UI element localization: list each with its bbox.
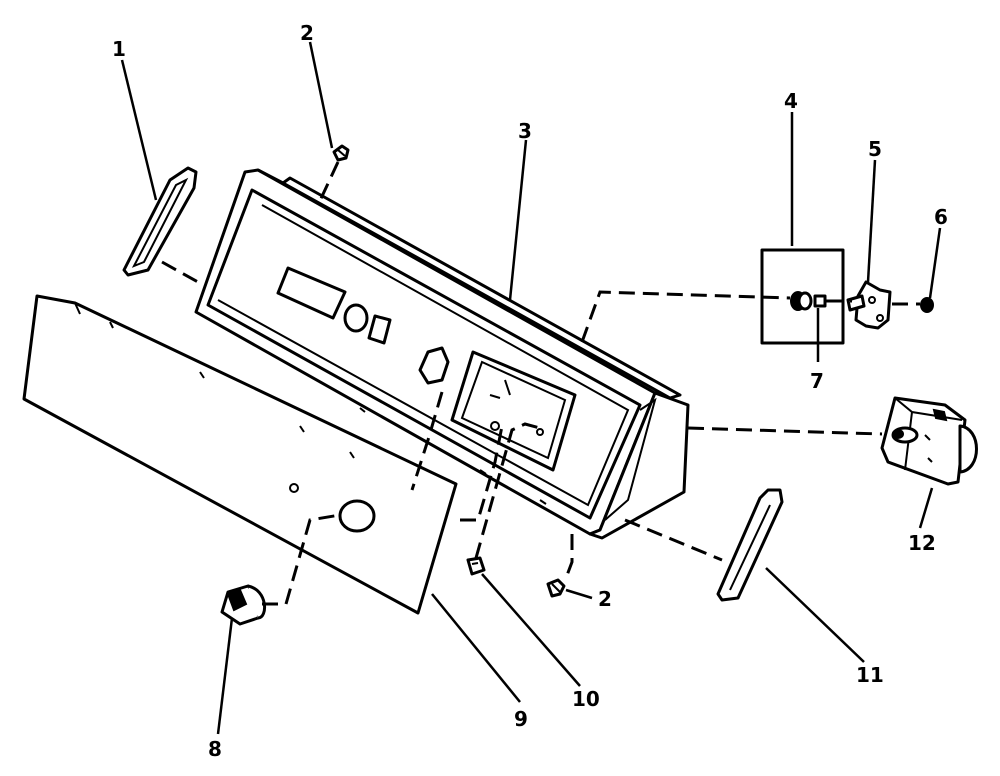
- front-panel: [22, 294, 458, 615]
- callout-6: 6: [934, 205, 948, 229]
- callout-12: 12: [908, 531, 936, 555]
- screw-bottom: [546, 578, 566, 598]
- console-housing: [194, 168, 690, 540]
- callouts: 1 2 3 4 5 6 7 2 12 11 10 9 8: [112, 21, 948, 761]
- bracket-plate: [760, 248, 845, 345]
- callout-1: 1: [112, 37, 126, 61]
- callout-2-top: 2: [300, 21, 314, 45]
- assembly-lines: [161, 161, 920, 606]
- push-button: [466, 556, 486, 576]
- knob: [220, 584, 267, 626]
- leader-lines: [120, 41, 942, 735]
- nut: [920, 297, 934, 313]
- timer-motor: [880, 396, 978, 486]
- callout-5: 5: [868, 137, 882, 161]
- callout-11: 11: [856, 663, 884, 687]
- callout-10: 10: [572, 687, 600, 711]
- callout-8: 8: [208, 737, 222, 761]
- callout-3: 3: [518, 119, 532, 143]
- callout-2-bottom: 2: [598, 587, 612, 611]
- callout-9: 9: [514, 707, 528, 731]
- left-end-cap: [122, 166, 198, 277]
- switch-bracket: [846, 280, 892, 330]
- callout-7: 7: [810, 369, 824, 393]
- right-end-cap: [716, 488, 784, 602]
- small-switch: [813, 294, 827, 308]
- screw-top: [332, 144, 350, 162]
- callout-4: 4: [784, 89, 798, 113]
